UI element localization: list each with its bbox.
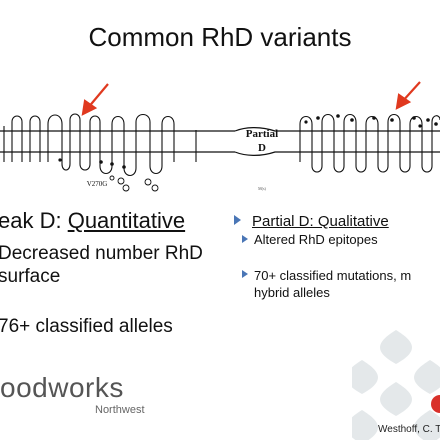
partial-d-sub-1: Altered RhD epitopes: [254, 232, 378, 247]
partial-d-sub-2-line-1: 70+ classified mutations, m: [254, 268, 412, 283]
partial-d-heading: Partial D: Qualitative: [252, 213, 389, 230]
triangle-bullet-icon: [234, 215, 241, 225]
bloodworks-logo: oodworks: [0, 372, 124, 403]
rhd-membrane-diagram: Partial D V270G M(s): [0, 81, 440, 192]
weak-d-bullet-1: Decreased number RhD surface: [0, 243, 203, 287]
left-helices: [3, 113, 197, 177]
triangle-bullet-icon: [242, 270, 248, 278]
weak-d-bullet-2: 76+ classified alleles: [0, 316, 173, 337]
partial-label-1: Partial: [246, 128, 278, 140]
red-circle-icon: [431, 395, 440, 413]
weak-d-heading-underlined: Quantitative: [67, 208, 186, 233]
partial-d-sub-2-line-2: hybrid alleles: [254, 285, 330, 300]
red-arrow-left: [81, 83, 109, 116]
mutation-label: V270G: [87, 180, 108, 188]
partial-label-2: D: [258, 142, 266, 154]
bloodworks-logo-sub: Northwest: [95, 404, 145, 416]
decorative-pattern: [352, 330, 440, 440]
small-label: M(s): [258, 186, 266, 191]
red-arrow-right: [395, 81, 421, 110]
citation: Westhoff, C. T: [378, 424, 440, 435]
partial-d-heading-underlined: Partial D: Qualitative: [252, 213, 389, 230]
right-helices: [299, 113, 440, 173]
weak-d-heading: eak D: Quantitative: [0, 208, 185, 234]
slide-title: Common RhD variants: [88, 22, 352, 52]
triangle-bullet-icon: [242, 235, 248, 243]
weak-d-heading-prefix: eak D:: [0, 208, 68, 233]
partial-d-sub-2: 70+ classified mutations, m hybrid allel…: [254, 267, 411, 301]
